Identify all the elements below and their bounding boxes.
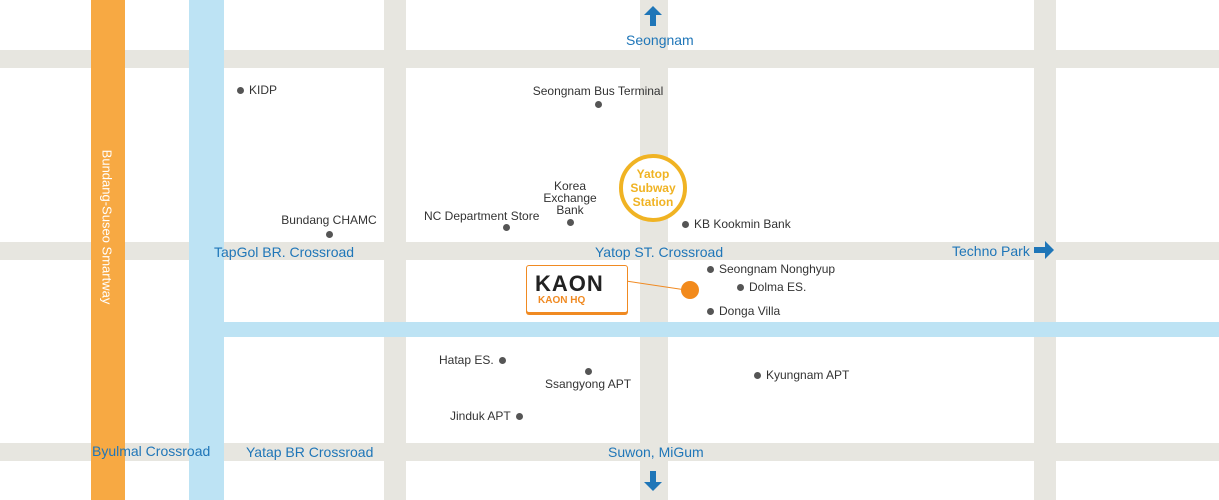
- river-vertical: [189, 0, 224, 500]
- road-label-techno-park: Techno Park: [952, 243, 1030, 259]
- poi-jinduk: Jinduk APT: [450, 409, 523, 423]
- subway-station-marker: Yatop Subway Station: [619, 154, 687, 222]
- poi-label: Jinduk APT: [450, 409, 511, 423]
- poi-donga-villa: Donga Villa: [707, 304, 780, 318]
- poi-kidp: KIDP: [237, 83, 277, 97]
- poi-dot: [584, 368, 592, 375]
- river-horizontal: [224, 322, 1219, 337]
- poi-label: Kyungnam APT: [766, 368, 850, 382]
- poi-dot: [707, 265, 714, 273]
- poi-dot: [566, 219, 574, 226]
- poi-bundang-chamc: Bundang CHAMC: [274, 214, 384, 238]
- poi-dot: [498, 356, 506, 364]
- poi-dot: [737, 283, 744, 291]
- road-label-yatap-br: Yatap BR Crossroad: [246, 444, 374, 460]
- road-label-suwon: Suwon, MiGum: [608, 444, 704, 460]
- poi-dot: [503, 224, 510, 231]
- poi-label: Bundang CHAMC: [281, 213, 377, 227]
- poi-hatap: Hatap ES.: [439, 353, 506, 367]
- arrow-right-icon: [1034, 241, 1054, 259]
- road-label-byulmal: Byulmal Crossroad: [92, 443, 211, 459]
- poi-label: Ssangyong APT: [544, 377, 632, 391]
- road-horizontal-yatop: [0, 242, 1219, 260]
- road-horizontal-top: [0, 50, 1219, 68]
- poi-dot: [237, 86, 244, 94]
- road-label-yatop-st: Yatop ST. Crossroad: [595, 244, 724, 260]
- poi-korea-exchange-bank: Korea Exchange Bank: [534, 180, 606, 226]
- hq-location-marker[interactable]: [681, 281, 699, 299]
- poi-label: Korea Exchange Bank: [543, 179, 597, 217]
- poi-ssangyong: Ssangyong APT: [538, 368, 638, 390]
- hq-callout[interactable]: KAON KAON HQ: [526, 265, 628, 313]
- arrow-up-icon: [644, 6, 662, 26]
- highway: [91, 0, 125, 500]
- poi-dot: [325, 231, 333, 238]
- arrow-down-icon: [644, 471, 662, 491]
- poi-dot: [682, 220, 689, 228]
- poi-label: Seongnam Bus Terminal: [532, 84, 664, 98]
- poi-kyungnam: Kyungnam APT: [754, 368, 849, 382]
- kaon-logo: KAON: [535, 271, 604, 296]
- poi-nonghyup: Seongnam Nonghyup: [707, 262, 835, 276]
- poi-label: Dolma ES.: [749, 280, 807, 294]
- poi-label: Seongnam Nonghyup: [719, 262, 836, 276]
- road-horizontal-bottom: [0, 443, 1219, 461]
- poi-label: Donga Villa: [719, 304, 781, 318]
- road-label-seongnam: Seongnam: [626, 32, 694, 48]
- poi-label: Hatap ES.: [439, 353, 494, 367]
- poi-label: KIDP: [249, 83, 278, 97]
- poi-dolma: Dolma ES.: [737, 280, 806, 294]
- poi-bus-terminal: Seongnam Bus Terminal: [500, 85, 696, 108]
- poi-kb-kookmin: KB Kookmin Bank: [682, 217, 791, 231]
- poi-dot: [515, 412, 523, 420]
- poi-dot: [754, 371, 761, 379]
- poi-dot: [707, 307, 714, 315]
- poi-label: KB Kookmin Bank: [694, 217, 791, 231]
- poi-dot: [594, 101, 602, 108]
- road-label-tapgol: TapGol BR. Crossroad: [214, 244, 355, 260]
- hq-label: KAON HQ: [538, 295, 586, 306]
- station-label: Yatop Subway Station: [630, 167, 676, 209]
